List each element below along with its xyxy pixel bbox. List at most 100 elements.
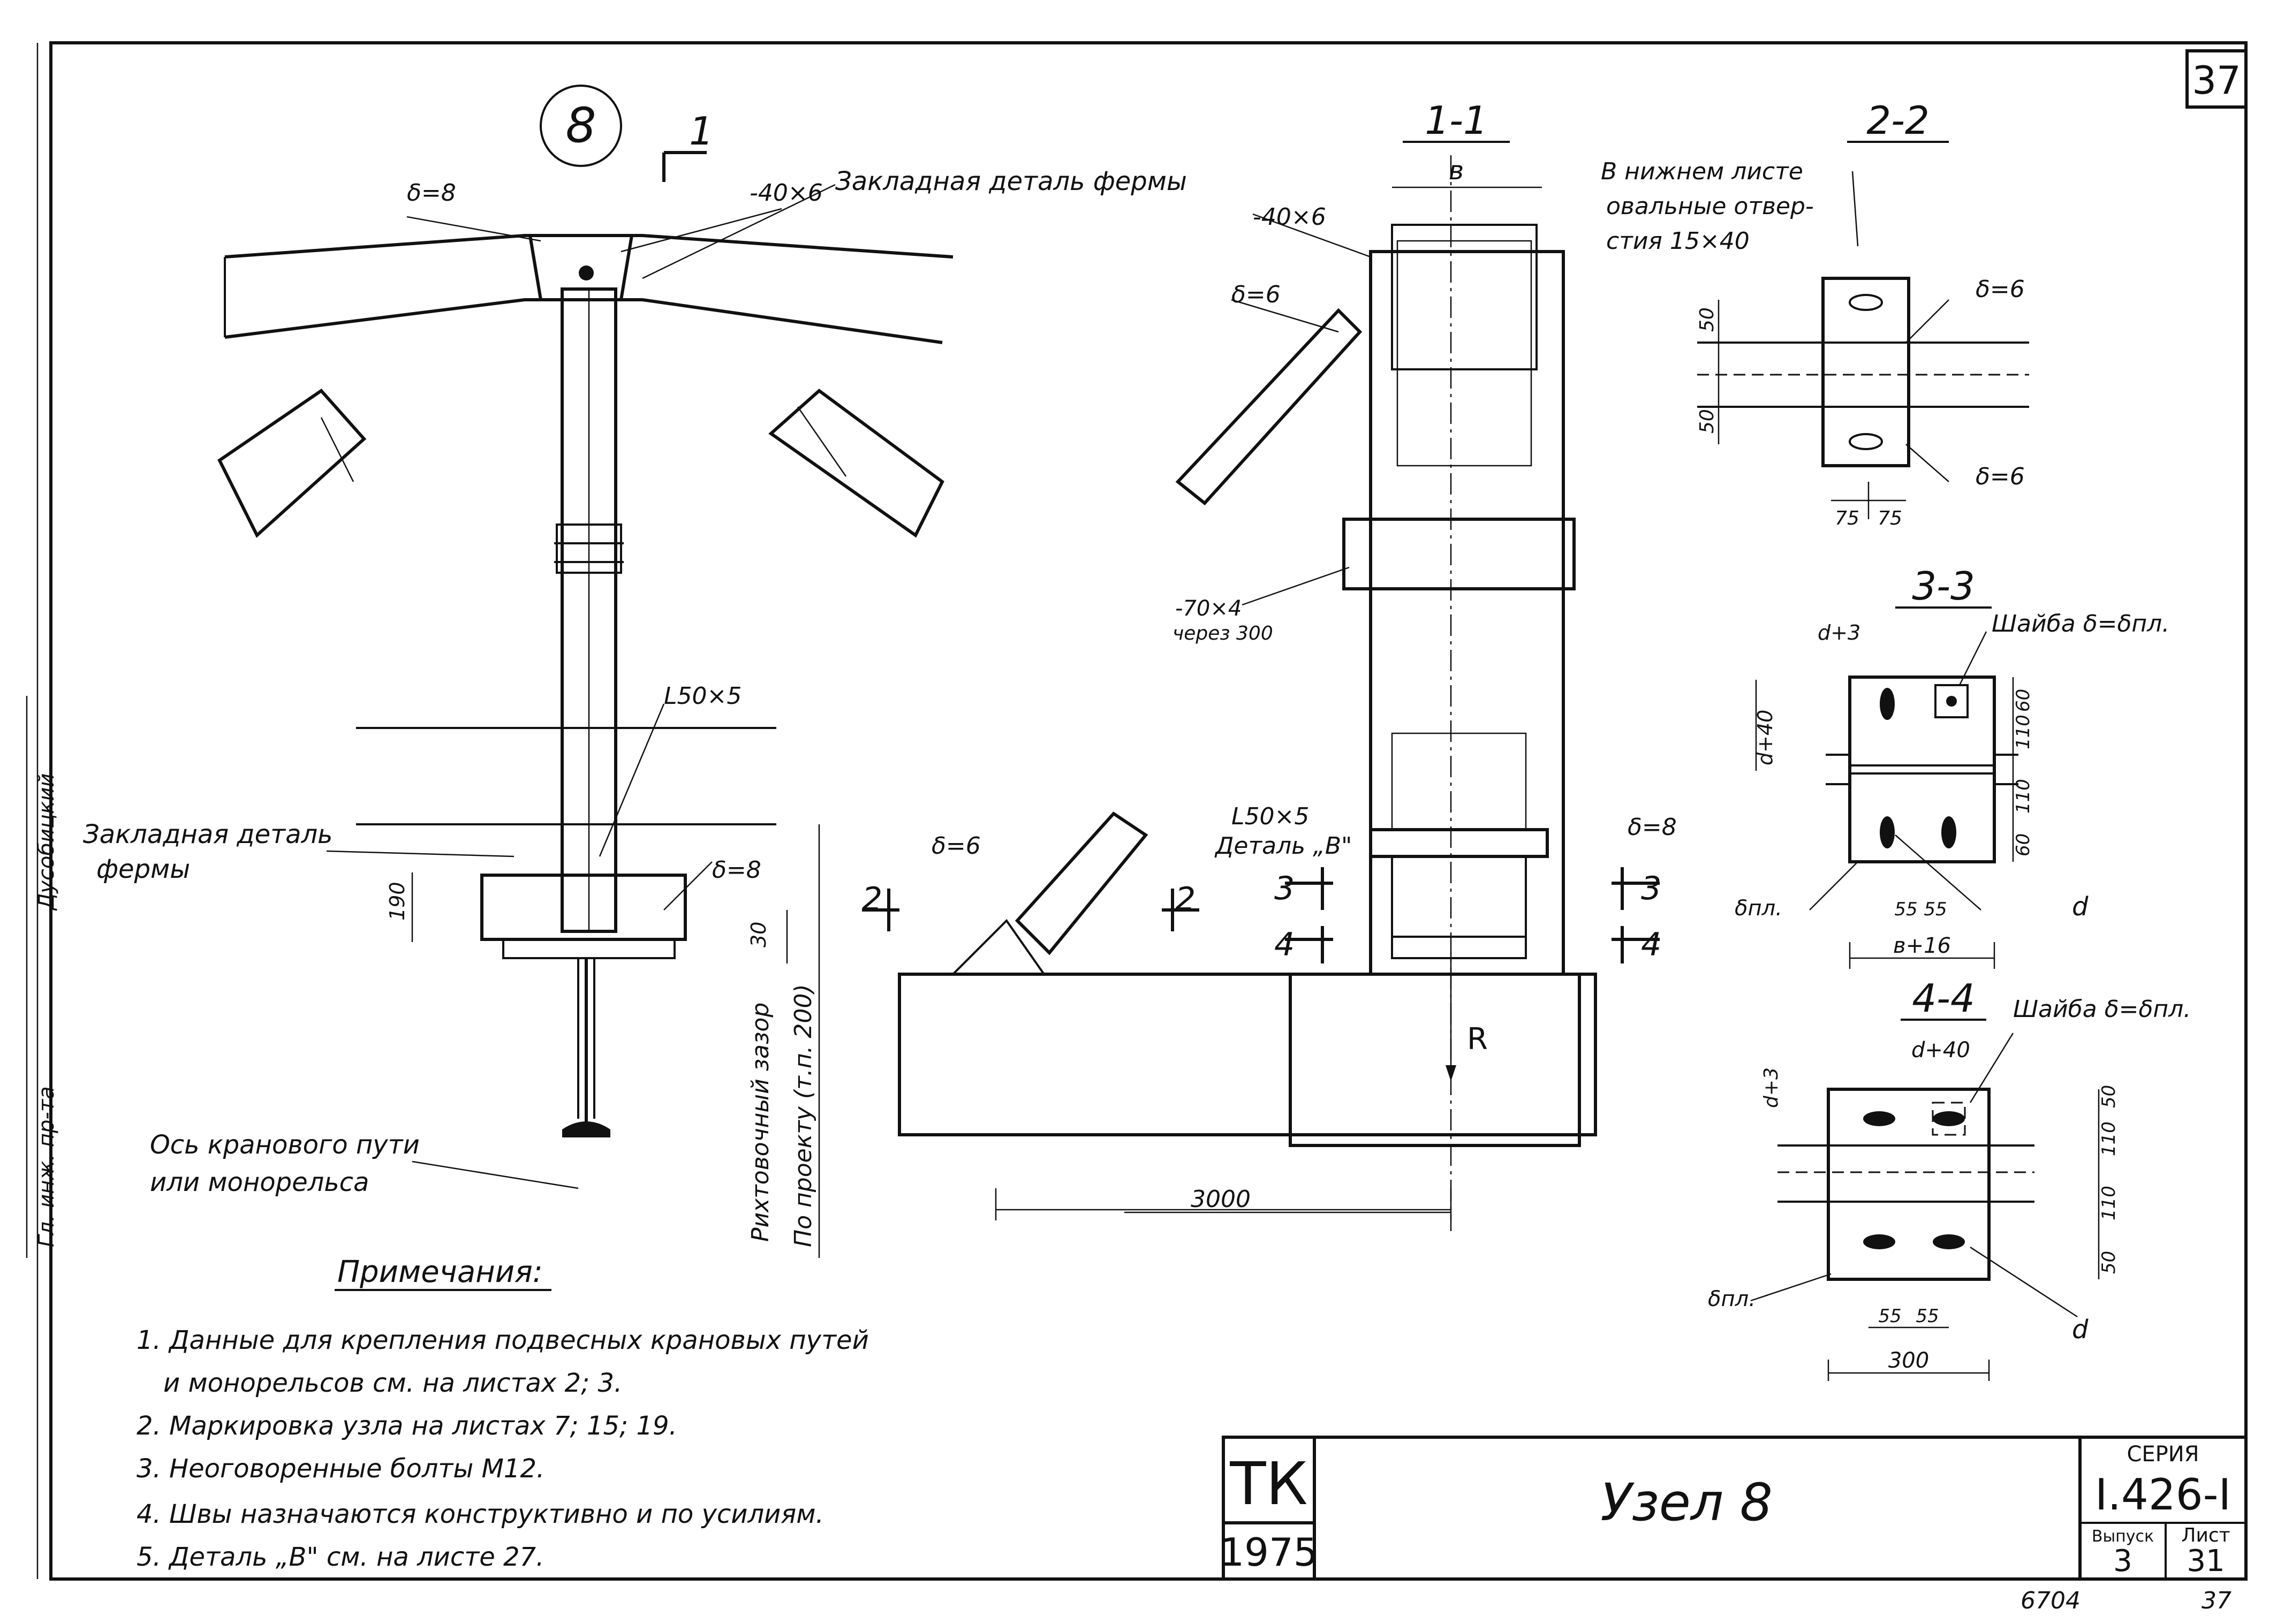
title-series-label: СЕРИЯ (2127, 1442, 2199, 1467)
title-issue-label: Выпуск (2092, 1527, 2154, 1546)
label-3-3-d: d (2072, 892, 2089, 922)
label-span-3000: 3000 (1191, 1186, 1251, 1213)
label-3-3-dpl: δпл. (1735, 896, 1782, 921)
margin-label-chief: Гл. инж. пр-та (34, 1086, 59, 1247)
section-2-2 (1697, 141, 2029, 519)
note-2: 2. Маркировка узла на листах 7; 15; 19. (137, 1411, 677, 1441)
note-1: 1. Данные для крепления подвесных кранов… (137, 1325, 869, 1355)
note-4: 4. Швы назначаются конструктивно и по ус… (137, 1499, 824, 1529)
note-3: 3. Неоговоренные болты М12. (137, 1454, 544, 1484)
label-embedded-left-1: Закладная деталь (83, 819, 332, 849)
node-number: 8 (565, 97, 596, 154)
label-3-3-d3: d+3 (1818, 621, 1860, 644)
label-1-1-angle: L50×5 (1231, 803, 1309, 830)
label-3-3-dim-55b: 55 (1924, 899, 1947, 920)
label-2-2-delta6: δ=6 (932, 832, 981, 860)
label-delta8-beam: δ=8 (712, 856, 761, 884)
notes-title: Примечания: (337, 1255, 543, 1289)
label-dim-30: 30 (747, 922, 770, 947)
label-1-1-detail: Деталь „В" (1214, 832, 1352, 860)
label-4-4-dim-110a: 110 (2098, 1121, 2120, 1156)
title-sheet-label: Лист (2181, 1524, 2230, 1546)
label-1-1-load: R (1467, 1022, 1488, 1057)
label-1-1-mark3-right: 3 (1641, 870, 1661, 907)
section-3-3 (1755, 606, 2018, 969)
label-embedded-left-2: фермы (96, 854, 190, 884)
label-3-3-dim-55a: 55 (1894, 899, 1917, 920)
label-2-2-delta6-top: δ=6 (1976, 276, 2025, 303)
label-delta8-top: δ=8 (407, 179, 456, 207)
label-plate-40x6: -40×6 (750, 179, 823, 207)
label-2-2-title: 2-2 (1866, 98, 1930, 143)
label-4-4-dpl: δпл. (1708, 1287, 1756, 1311)
label-2-2-note-2: овальные отвер- (1606, 193, 1814, 220)
label-4-4-dim-55a: 55 (1878, 1306, 1901, 1327)
note-5: 5. Деталь „В" см. на листе 27. (137, 1542, 544, 1572)
label-4-4-title: 4-4 (1912, 976, 1975, 1021)
title-name: Узел 8 (1600, 1473, 1773, 1532)
label-2-2-dim-50b: 50 (1696, 409, 1718, 434)
label-2-2-delta6-bottom: δ=6 (1976, 463, 2025, 490)
label-3-3-d40: d+40 (1753, 710, 1777, 765)
title-year: 1975 (1220, 1530, 1318, 1575)
sheet-frame (36, 41, 2248, 1581)
footer-code: 6704 (2021, 1587, 2081, 1614)
label-1-1-mark4-left: 4 (1274, 926, 1295, 963)
label-2-2-dim-50a: 50 (1696, 307, 1718, 332)
note-1-cont: и монорельсов см. на листах 2; 3. (163, 1368, 622, 1398)
label-3-3-dim-60a: 60 (2013, 689, 2034, 712)
label-3-3-dim-60b: 60 (2013, 833, 2034, 856)
label-1-1-delta8: δ=8 (1628, 814, 1677, 841)
label-1-1-mark4-right: 4 (1641, 926, 1661, 963)
title-org: ТК (1229, 1450, 1307, 1518)
label-4-4-dim-110b: 110 (2098, 1186, 2120, 1220)
label-axis-1: Ось кранового пути (150, 1130, 420, 1160)
section-4-4 (1750, 1019, 2100, 1381)
footer-page: 37 (2202, 1587, 2232, 1614)
label-4-4-d40: d+40 (1911, 1038, 1970, 1063)
label-4-4-dim-50b: 50 (2098, 1251, 2120, 1274)
label-3-3-title: 3-3 (1912, 564, 1975, 609)
label-1-1-strap-1: -70×4 (1175, 596, 1242, 621)
label-1-1-dim-b: в (1449, 156, 1464, 186)
margin-stamp: Гл. инж. пр-та Дусобицкий (26, 696, 59, 1258)
label-3-3-dim-110b: 110 (2013, 779, 2034, 814)
label-4-4-dim-50a: 50 (2098, 1085, 2120, 1108)
title-sheet: 31 (2187, 1544, 2225, 1579)
label-1-1-delta6: δ=6 (1231, 281, 1281, 308)
label-4-4-dim-55b: 55 (1916, 1306, 1939, 1327)
label-embedded-truss: Закладная деталь фермы (835, 166, 1187, 196)
label-dim-190: 190 (385, 882, 409, 921)
label-3-3-washer: Шайба δ=δпл. (1992, 610, 2169, 638)
section-mark-1: 1 (689, 109, 714, 154)
title-block (1222, 1436, 2248, 1581)
node-8-view: 8 1 (217, 85, 954, 1258)
margin-label-name: Дусобицкий (34, 773, 59, 911)
title-series: I.426-I (2095, 1470, 2231, 1520)
label-angle: L50×5 (664, 682, 742, 710)
label-4-4-washer: Шайба δ=δпл. (2013, 996, 2191, 1023)
label-1-1-title: 1-1 (1425, 98, 1488, 143)
label-4-4-d3: d+3 (1760, 1067, 1782, 1108)
label-2-2-mark-left: 2 (862, 881, 882, 918)
section-2-2-view (862, 811, 1597, 1220)
sheet-number: 37 (2192, 58, 2241, 103)
section-1-1 (1124, 141, 1660, 1231)
label-2-2-mark-right: 2 (1175, 881, 1196, 918)
label-4-4-d: d (2072, 1315, 2089, 1345)
label-1-1-strap-2: через 300 (1173, 623, 1273, 644)
label-2-2-dim-75a: 75 (1835, 507, 1859, 529)
label-2-2-dim-75b: 75 (1878, 507, 1902, 529)
label-1-1-plate: -40×6 (1253, 203, 1326, 231)
label-4-4-dim-300: 300 (1888, 1348, 1929, 1373)
label-3-3-b16: в+16 (1893, 934, 1951, 958)
label-axis-2: или монорельса (150, 1167, 369, 1197)
label-design: По проекту (т.п. 200) (790, 984, 817, 1247)
label-2-2-note-3: стия 15×40 (1606, 227, 1750, 255)
label-2-2-note-1: В нижнем листе (1601, 158, 1803, 185)
label-1-1-mark3-left: 3 (1274, 870, 1295, 907)
label-gap: Рихтовочный зазор (747, 1003, 774, 1242)
label-3-3-dim-110a: 110 (2013, 715, 2034, 749)
title-issue: 3 (2113, 1544, 2132, 1579)
